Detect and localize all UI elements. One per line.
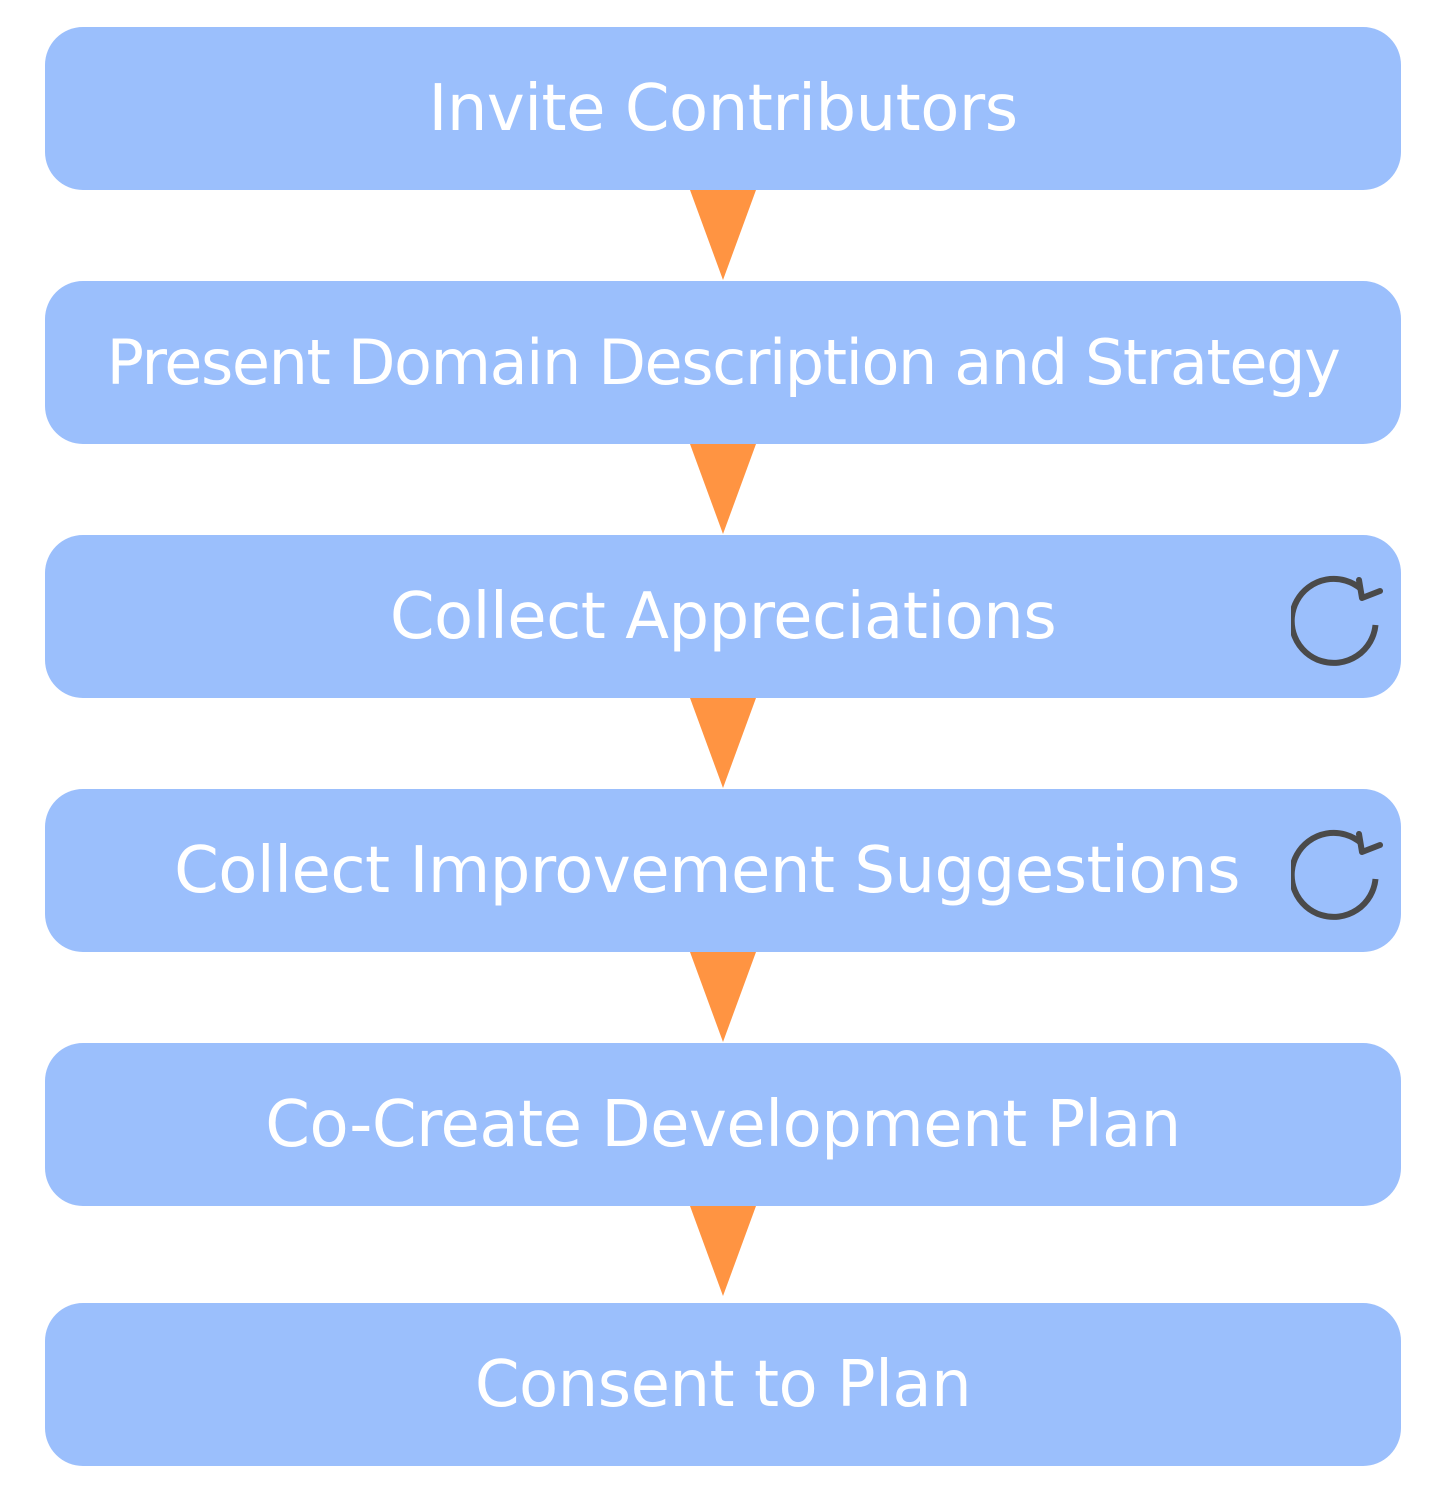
down-arrow-connector xyxy=(690,1206,756,1296)
step-collect-improvement-suggestions: Collect Improvement Suggestions xyxy=(45,789,1401,952)
step-consent-to-plan: Consent to Plan xyxy=(45,1303,1401,1466)
step-co-create-development-plan: Co-Create Development Plan xyxy=(45,1043,1401,1206)
step-collect-appreciations: Collect Appreciations xyxy=(45,535,1401,698)
step-invite-contributors: Invite Contributors xyxy=(45,27,1401,190)
down-arrow-connector xyxy=(690,698,756,788)
step-label: Invite Contributors xyxy=(428,71,1018,146)
step-label: Collect Appreciations xyxy=(389,579,1057,654)
repeat-icon xyxy=(1291,829,1383,920)
step-label: Consent to Plan xyxy=(474,1347,972,1422)
repeat-icon xyxy=(1291,575,1383,666)
step-label: Collect Improvement Suggestions xyxy=(174,833,1240,908)
down-arrow-connector xyxy=(690,952,756,1042)
down-arrow-connector xyxy=(690,190,756,280)
step-label: Co-Create Development Plan xyxy=(265,1087,1181,1162)
step-present-domain-description: Present Domain Description and Strategy xyxy=(45,281,1401,444)
step-label: Present Domain Description and Strategy xyxy=(106,325,1341,399)
down-arrow-connector xyxy=(690,444,756,534)
